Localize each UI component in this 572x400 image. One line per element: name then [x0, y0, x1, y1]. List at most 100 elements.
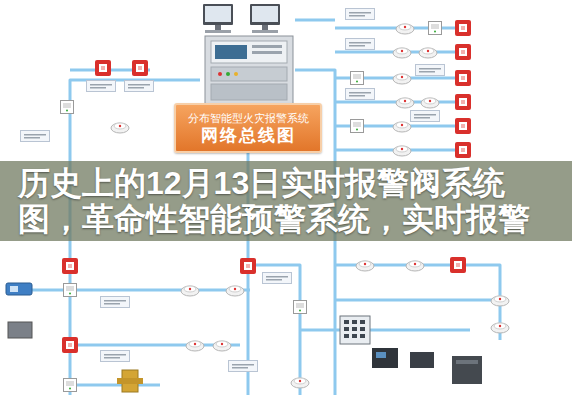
device-part	[335, 299, 500, 302]
device-part	[252, 45, 282, 48]
device-part	[352, 320, 357, 324]
device-part	[248, 265, 300, 395]
device-part	[351, 72, 364, 85]
title: 历史上的12月13日实时报警阀系统图，革命性智能预警系统，实时报警	[18, 165, 534, 237]
device-part	[263, 273, 292, 284]
device-part	[393, 74, 411, 84]
device-part	[250, 4, 280, 25]
device-part	[205, 36, 293, 104]
device-part	[211, 41, 287, 63]
device-part	[450, 257, 466, 273]
device-part	[70, 289, 250, 292]
device-part	[291, 378, 309, 388]
device-part	[218, 72, 222, 76]
device-part	[186, 341, 204, 351]
device-part	[64, 379, 77, 392]
device-part	[226, 72, 230, 76]
device-part	[295, 19, 335, 22]
device-part	[393, 48, 411, 58]
device-part	[95, 60, 111, 76]
device-part	[70, 384, 160, 387]
device-part	[346, 39, 375, 50]
device-part	[360, 327, 365, 331]
device-part	[132, 60, 148, 76]
device-part	[456, 360, 478, 364]
device-part	[252, 6, 278, 22]
device-part	[101, 297, 130, 308]
alarm-devices	[21, 60, 154, 142]
device-part	[234, 72, 238, 76]
device-part	[429, 22, 442, 35]
device-part	[344, 334, 349, 338]
device-part	[340, 316, 370, 344]
controller-cabinet	[205, 36, 293, 104]
device-part	[344, 320, 349, 324]
device-part	[262, 25, 268, 30]
device-part	[181, 286, 199, 296]
device-part	[491, 323, 509, 333]
device-part	[205, 30, 231, 33]
device-part	[455, 118, 471, 134]
device-part	[117, 378, 143, 384]
device-part	[8, 322, 32, 338]
device-part	[211, 84, 287, 100]
device-part	[352, 327, 357, 331]
lower-devices	[6, 257, 509, 392]
title-box: 分布智能型火灾报警系统网络总线图	[174, 103, 322, 153]
device-part	[213, 341, 231, 351]
device-part	[203, 4, 233, 25]
device-part	[252, 51, 282, 54]
workstation	[203, 4, 280, 33]
device-part	[376, 352, 386, 358]
device-part	[125, 81, 154, 92]
device-part	[419, 48, 437, 58]
device-part	[372, 348, 398, 368]
device-part	[211, 67, 287, 81]
device-part	[240, 258, 256, 274]
device-part	[411, 111, 440, 122]
device-part	[360, 334, 365, 338]
device-part	[10, 286, 18, 292]
device-part	[294, 301, 307, 314]
device-part	[393, 146, 411, 156]
device-part	[346, 9, 375, 20]
device-part	[455, 20, 471, 36]
title-banner: 历史上的12月13日实时报警阀系统图，革命性智能预警系统，实时报警	[0, 161, 572, 241]
device-part	[6, 283, 32, 295]
device-part	[252, 30, 278, 33]
device-part	[416, 65, 445, 76]
device-part	[111, 123, 129, 133]
device-part	[360, 320, 365, 324]
device-part	[64, 284, 77, 297]
device-part	[410, 352, 434, 368]
device-part	[346, 89, 375, 100]
device-part	[352, 334, 357, 338]
box-heading: 网络总线图	[201, 125, 296, 146]
device-part	[205, 6, 231, 22]
device-part	[62, 258, 78, 274]
device-part	[491, 296, 509, 306]
device-part	[396, 24, 414, 34]
device-part	[344, 320, 365, 338]
device-part	[215, 45, 247, 59]
device-part	[226, 286, 244, 296]
detector-rows	[346, 9, 472, 159]
device-part	[101, 351, 130, 362]
device-part	[229, 361, 258, 372]
device-part	[406, 261, 424, 271]
device-part	[452, 356, 482, 384]
device-part	[215, 25, 221, 30]
device-part	[393, 122, 411, 132]
device-part	[455, 44, 471, 60]
device-part	[61, 101, 74, 114]
device-part	[455, 94, 471, 110]
device-part	[300, 329, 470, 332]
device-part	[344, 327, 349, 331]
device-part	[351, 120, 364, 133]
box-subtitle: 分布智能型火灾报警系统	[188, 111, 309, 125]
device-part	[87, 81, 116, 92]
device-part	[421, 98, 439, 108]
device-part	[455, 142, 471, 158]
device-part	[396, 98, 414, 108]
device-part	[455, 70, 471, 86]
